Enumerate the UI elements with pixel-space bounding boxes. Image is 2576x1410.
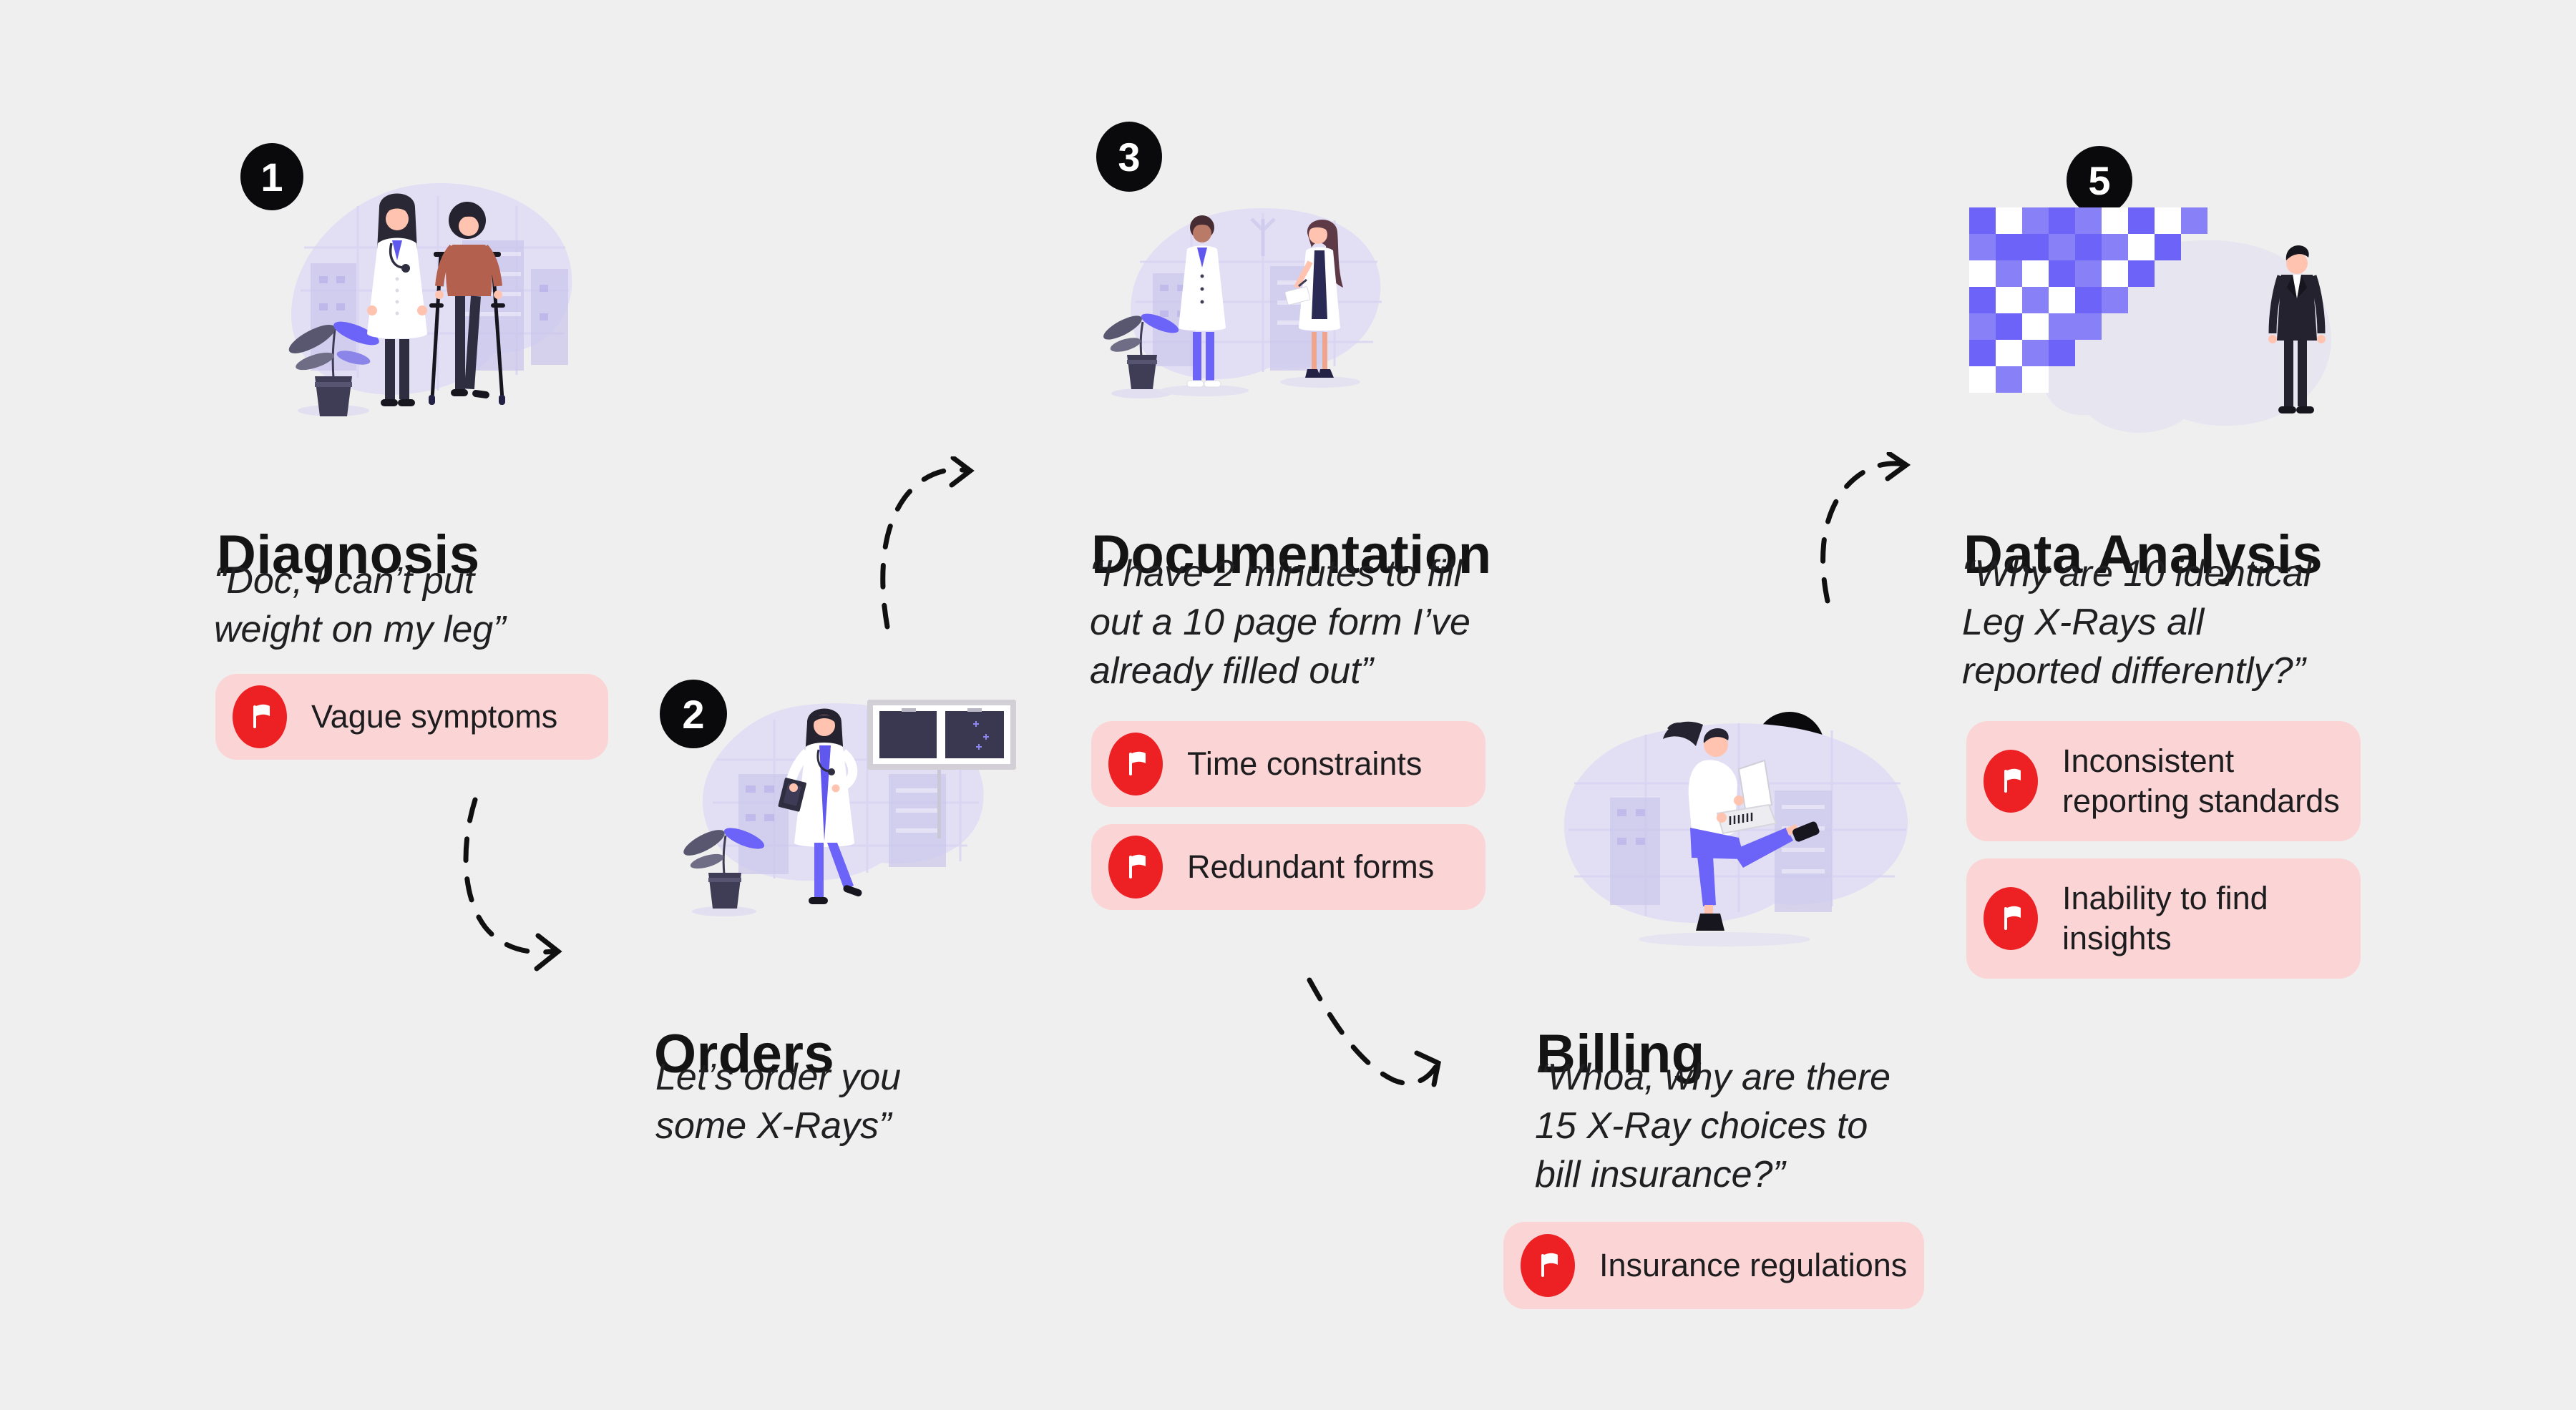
doctor-figure — [778, 708, 862, 904]
flow-arrow-1-to-2-icon — [463, 797, 562, 971]
quote-line: Leg X-Rays all — [1962, 602, 2205, 643]
quote-line: “Whoa, why are there — [1535, 1057, 1891, 1098]
illustration-woman-sitting-with-laptop — [1563, 721, 1908, 946]
female-doctor-figure — [1284, 219, 1343, 378]
tag-label: Vague symptoms — [311, 698, 558, 735]
step-5-title: Data Analysis — [1963, 524, 2323, 586]
data-grid-mosaic — [1969, 207, 2207, 393]
tag-label: Time constraints — [1187, 745, 1423, 782]
pain-point-tag-inability-insights: Inability to find insights — [1966, 858, 2361, 979]
illustration-two-doctors-discussing — [1103, 208, 1382, 398]
male-doctor-figure — [1179, 215, 1226, 388]
quote-line: bill insurance?” — [1535, 1154, 1785, 1195]
flag-icon — [1984, 750, 2038, 813]
potted-plant — [288, 321, 379, 416]
flow-arrow-2-to-3-icon — [880, 456, 975, 630]
step-1-number-badge: 1 — [240, 143, 303, 210]
step-number: 3 — [1118, 134, 1141, 180]
step-5-quote: “Why are 10 identical Leg X-Rays all rep… — [1962, 549, 2311, 695]
quote-line: 15 X-Ray choices to — [1535, 1105, 1868, 1147]
quote-line: Let’s order you — [655, 1057, 902, 1098]
flow-arrow-4-to-5-icon — [1820, 452, 1911, 604]
woman-with-laptop-figure — [1663, 721, 1820, 931]
pain-point-tag-insurance-regulations: Insurance regulations — [1503, 1222, 1924, 1309]
quote-line: “Doc, I can’t put — [214, 560, 475, 602]
illustration-doctor-with-patient-on-crutches — [288, 183, 572, 416]
pain-point-tag-redundant-forms: Redundant forms — [1091, 824, 1485, 910]
pain-point-tag-inconsistent-reporting: Inconsistent reporting standards — [1966, 721, 2361, 841]
potted-plant — [1103, 313, 1179, 398]
potted-plant — [683, 828, 765, 916]
step-5-number-badge: 5 — [2067, 146, 2132, 215]
step-number: 2 — [682, 691, 705, 737]
patient-on-crutches-figure — [429, 202, 505, 405]
xray-lightbox — [867, 700, 1016, 838]
step-2-quote: Let’s order you some X-Rays” — [655, 1053, 901, 1150]
analyst-figure — [2268, 245, 2326, 413]
quote-line: weight on my leg” — [214, 609, 506, 650]
step-3-title: Documentation — [1091, 524, 1492, 586]
tag-label: Insurance regulations — [1599, 1247, 1908, 1283]
step-3-number-badge: 3 — [1096, 122, 1162, 192]
quote-line: “I have 2 minutes to fill — [1090, 553, 1463, 594]
step-2-title: Orders — [654, 1024, 835, 1085]
step-4-title: Billing — [1536, 1024, 1705, 1085]
tag-label: Inability to find insights — [2062, 880, 2268, 956]
flow-arrow-3-to-4-icon — [1307, 977, 1441, 1087]
step-number: 5 — [2088, 157, 2111, 203]
flag-icon — [1984, 887, 2038, 950]
quote-line: out a 10 page form I’ve — [1090, 602, 1470, 643]
step-4-quote: “Whoa, why are there 15 X-Ray choices to… — [1535, 1053, 1890, 1199]
quote-line: reported differently?” — [1962, 650, 2306, 692]
step-2-number-badge: 2 — [660, 680, 727, 748]
flag-icon — [1108, 836, 1163, 899]
pain-point-tag-time-constraints: Time constraints — [1091, 721, 1485, 807]
step-1-quote: “Doc, I can’t put weight on my leg” — [214, 557, 506, 654]
step-1-title: Diagnosis — [217, 524, 480, 586]
flag-icon — [233, 685, 287, 748]
step-number: 1 — [260, 154, 283, 200]
quote-line: some X-Rays” — [655, 1105, 892, 1147]
tag-label: Redundant forms — [1187, 848, 1435, 885]
city-silhouette — [1610, 790, 1832, 912]
step-3-quote: “I have 2 minutes to fill out a 10 page … — [1090, 549, 1470, 695]
pain-point-tag-vague-symptoms: Vague symptoms — [215, 674, 608, 760]
quote-line: already filled out” — [1090, 650, 1373, 692]
city-silhouette — [738, 774, 946, 874]
tag-label: Inconsistent reporting standards — [2062, 743, 2340, 819]
illustration-doctor-with-clipboard-and-xray-lightbox — [683, 700, 1016, 916]
flag-icon — [1521, 1234, 1575, 1297]
quote-line: “Why are 10 identical — [1962, 553, 2312, 594]
flag-icon — [1108, 733, 1163, 795]
doctor-figure — [367, 193, 427, 406]
